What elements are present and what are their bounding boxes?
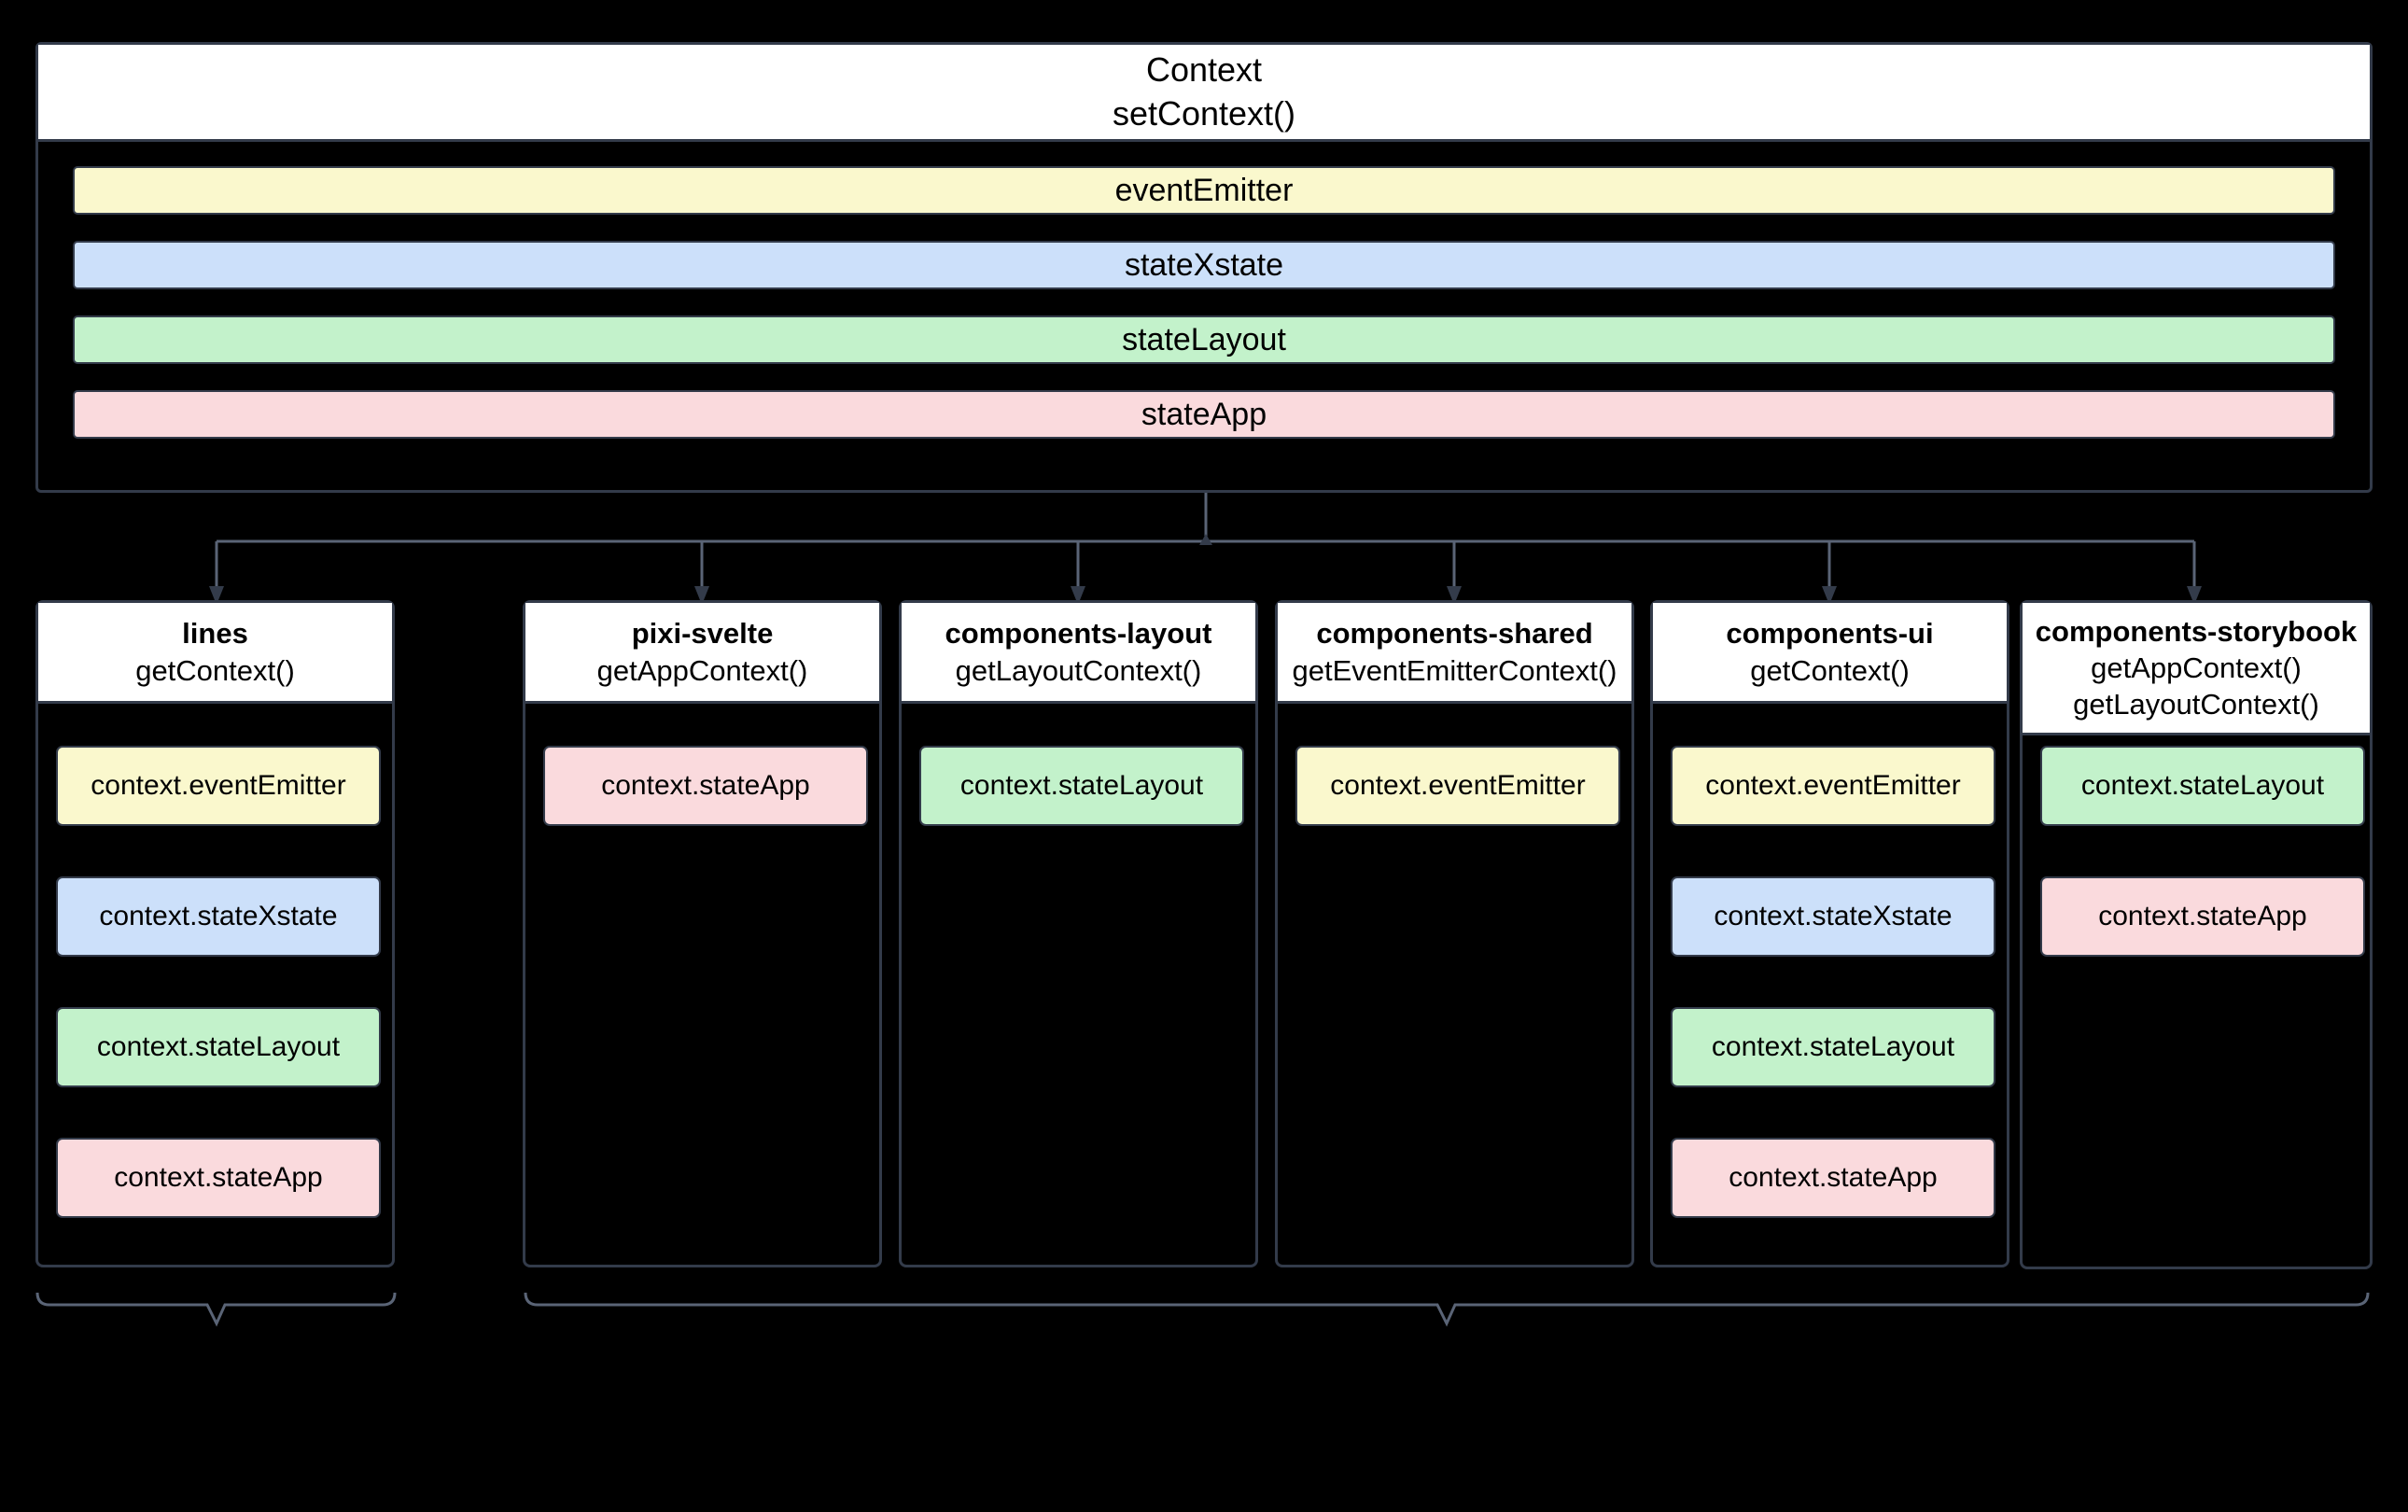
consumer-chip[interactable]: context.eventEmitter — [56, 746, 381, 826]
context-title: Context — [1145, 50, 1263, 90]
chip-label: context.stateApp — [114, 1162, 323, 1193]
consumer-getter: getContext() — [1750, 653, 1910, 687]
consumer-name: pixi-svelte — [631, 617, 774, 651]
context-header: Context setContext() — [38, 45, 2370, 142]
context-bar-label: eventEmitter — [1114, 172, 1294, 208]
consumer-card-lines[interactable]: lines getContext() — [35, 600, 395, 1267]
context-bar-stateXstate: stateXstate — [73, 241, 2335, 289]
consumer-getter: getContext() — [135, 653, 295, 687]
chip-label: context.stateLayout — [959, 770, 1204, 801]
consumer-chip[interactable]: context.stateApp — [543, 746, 868, 826]
context-bar-eventEmitter: eventEmitter — [73, 166, 2335, 215]
consumer-card-pixi-svelte[interactable]: pixi-svelte getAppContext() — [523, 600, 882, 1267]
bottom-braces — [35, 1292, 2370, 1327]
chip-label: context.stateXstate — [99, 901, 338, 931]
context-bar-label: stateApp — [1141, 396, 1267, 432]
consumer-card-components-ui[interactable]: components-ui getContext() — [1650, 600, 2009, 1267]
consumer-name: components-shared — [1316, 617, 1593, 651]
consumer-header-components-shared: components-shared getEventEmitterContext… — [1278, 603, 1631, 704]
chip-label: context.stateApp — [601, 770, 810, 801]
consumer-header-components-ui: components-ui getContext() — [1653, 603, 2007, 704]
consumer-getter: getEventEmitterContext() — [1292, 653, 1617, 687]
chip-label: context.eventEmitter — [1330, 770, 1586, 801]
consumer-chip[interactable]: context.stateXstate — [1671, 876, 1995, 957]
consumer-name: components-storybook — [2035, 614, 2358, 648]
consumer-chip[interactable]: context.stateLayout — [919, 746, 1244, 826]
chip-label: context.stateApp — [2098, 901, 2307, 931]
consumer-name: components-layout — [945, 617, 1212, 651]
consumer-name: lines — [182, 617, 248, 651]
consumer-name: components-ui — [1726, 617, 1934, 651]
consumer-getter: getLayoutContext() — [2073, 688, 2319, 721]
context-bar-stateLayout: stateLayout — [73, 315, 2335, 364]
context-bar-label: stateLayout — [1122, 321, 1286, 357]
context-bar-label: stateXstate — [1124, 246, 1284, 283]
consumer-chip[interactable]: context.stateLayout — [1671, 1007, 1995, 1087]
consumer-card-components-shared[interactable]: components-shared getEventEmitterContext… — [1275, 600, 1634, 1267]
consumer-chip[interactable]: context.eventEmitter — [1671, 746, 1995, 826]
consumer-getter: getAppContext() — [2091, 651, 2302, 684]
consumer-chip[interactable]: context.stateApp — [1671, 1138, 1995, 1218]
brace-packages — [524, 1292, 2370, 1327]
chip-label: context.stateLayout — [1711, 1031, 1955, 1062]
consumer-header-lines: lines getContext() — [38, 603, 392, 704]
consumer-chip[interactable]: context.eventEmitter — [1295, 746, 1620, 826]
chip-label: context.stateXstate — [1714, 901, 1953, 931]
chip-label: context.eventEmitter — [91, 770, 346, 801]
chip-label: context.stateApp — [1729, 1162, 1938, 1193]
consumer-getter: getLayoutContext() — [955, 653, 1202, 687]
chip-label: context.stateLayout — [2080, 770, 2325, 801]
brace-lines — [35, 1292, 397, 1327]
consumer-chip[interactable]: context.stateApp — [56, 1138, 381, 1218]
consumer-chip[interactable]: context.stateXstate — [56, 876, 381, 957]
chip-label: context.eventEmitter — [1705, 770, 1961, 801]
consumer-chip[interactable]: context.stateLayout — [56, 1007, 381, 1087]
context-container: Context setContext() — [35, 42, 2373, 493]
context-subtitle: setContext() — [1112, 93, 1296, 133]
chip-label: context.stateLayout — [96, 1031, 341, 1062]
consumer-getter: getAppContext() — [596, 653, 808, 687]
consumer-header-pixi-svelte: pixi-svelte getAppContext() — [525, 603, 879, 704]
consumer-chip[interactable]: context.stateLayout — [2040, 746, 2365, 826]
consumer-header-components-storybook: components-storybook getAppContext() get… — [2023, 603, 2370, 735]
consumer-header-components-layout: components-layout getLayoutContext() — [902, 603, 1255, 704]
consumer-chip[interactable]: context.stateApp — [2040, 876, 2365, 957]
connector-stem-tip — [1199, 534, 1212, 545]
consumer-card-components-storybook[interactable]: components-storybook getAppContext() get… — [2020, 600, 2373, 1269]
consumer-card-components-layout[interactable]: components-layout getLayoutContext() — [899, 600, 1258, 1267]
context-bar-stateApp: stateApp — [73, 390, 2335, 439]
